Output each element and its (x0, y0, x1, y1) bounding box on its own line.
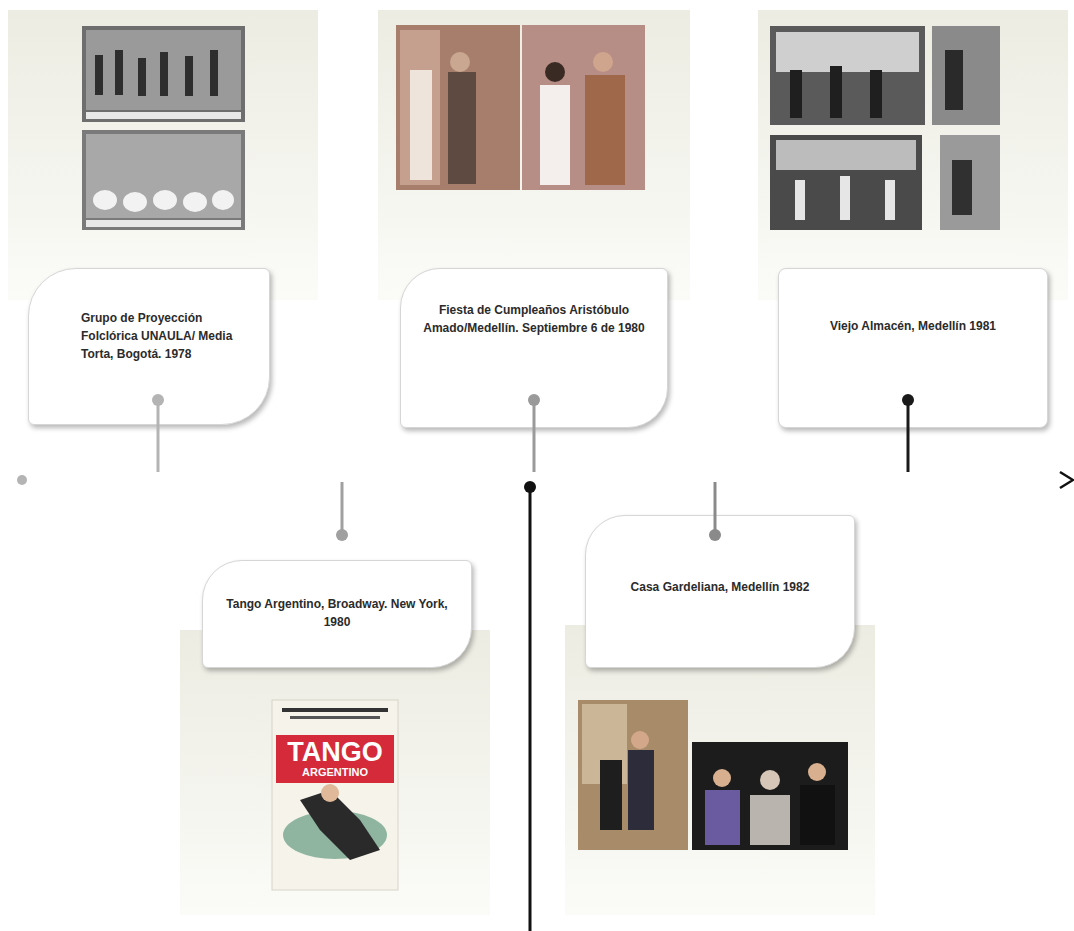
callout-text: Casa Gardeliana, Medellín 1982 (606, 578, 834, 596)
callout-text: Viejo Almacén, Medellín 1981 (799, 317, 1027, 335)
leader-line (533, 400, 536, 472)
leader-line (157, 400, 160, 472)
callout-text: Tango Argentino, Broadway. New York, 198… (223, 595, 451, 631)
leader-line (907, 400, 910, 472)
callout-text: Grupo de Proyección Folclórica UNAULA/ M… (81, 309, 255, 363)
timeline-callout: Casa Gardeliana, Medellín 1982 (585, 515, 855, 668)
present-marker (529, 486, 532, 931)
tango-couple-photos (578, 700, 848, 850)
timeline-dot (152, 394, 164, 406)
photo-panel (8, 10, 318, 300)
timeline-callout: Tango Argentino, Broadway. New York, 198… (202, 560, 472, 668)
photo-panel (565, 625, 875, 915)
leader-line (714, 482, 717, 535)
photo-panel (378, 10, 690, 300)
photo-panel (180, 630, 490, 915)
party-photos (396, 25, 645, 190)
photo-panel (758, 10, 1068, 300)
timeline-dot (902, 394, 914, 406)
folk-dance-photos (82, 26, 245, 230)
callout-text: Fiesta de Cumpleaños Aristóbulo Amado/Me… (421, 301, 647, 337)
timeline-callout: Grupo de Proyección Folclórica UNAULA/ M… (28, 268, 270, 425)
poster-title: TANGO (287, 737, 383, 768)
timeline-dot (709, 529, 721, 541)
timeline-dot (528, 394, 540, 406)
timeline-callout: Viejo Almacén, Medellín 1981 (778, 268, 1048, 428)
leader-line (341, 482, 344, 535)
poster-title: ARGENTINO (302, 766, 368, 778)
timeline-arrowhead (1060, 472, 1073, 488)
timeline-start-dot (17, 475, 27, 485)
tango-poster (272, 700, 398, 890)
timeline-callout: Fiesta de Cumpleaños Aristóbulo Amado/Me… (400, 268, 668, 428)
show-photos (770, 26, 1000, 230)
timeline-axis (22, 479, 1062, 482)
present-dot (524, 481, 536, 493)
timeline-dot (336, 529, 348, 541)
